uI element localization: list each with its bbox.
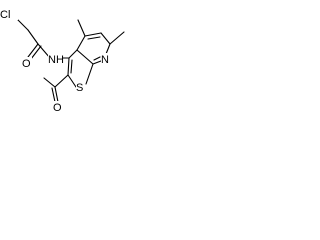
bond-acetyl-methyl: [43, 77, 56, 88]
bond-c3-c3a: [68, 49, 78, 59]
bond-s1-c7a: [85, 63, 94, 85]
bond-ch2-carbonyl: [27, 29, 39, 45]
chlorine-label: Cl: [0, 9, 10, 21]
bond-c3-c2: [67, 57, 70, 76]
bond-c6-n7: [105, 43, 111, 55]
bond-carbonyl-o-2: [30, 45, 42, 60]
bond-cl-ch2: [16, 18, 29, 31]
ring-nitrogen-label: N: [101, 54, 109, 66]
bond-c5-c6: [100, 32, 111, 45]
bond-carbonyl-o-1: [27, 43, 39, 58]
bond-c4-c5-inner: [87, 36, 101, 40]
amide-nitrogen-label: NH: [48, 54, 64, 66]
bond-c6-methyl: [109, 31, 125, 45]
bond-n7-c7a-inner: [93, 56, 101, 61]
acetyl-oxygen-label: O: [53, 102, 62, 113]
bond-c4-methyl: [77, 19, 86, 37]
bond-c4-c5: [84, 32, 102, 37]
bond-c2-s1: [67, 74, 77, 88]
bond-c3a-c4: [76, 35, 86, 51]
bond-acetyl-o-1: [54, 86, 59, 103]
carbonyl-oxygen-label: O: [22, 58, 31, 70]
molecule-structure: Cl O NH N S O: [0, 7, 125, 113]
bond-n7-c7a: [92, 60, 102, 65]
bond-acetyl-o-2: [51, 87, 56, 103]
bond-c2-acetyl: [54, 74, 69, 88]
bond-c7a-c3a: [76, 49, 94, 65]
bond-c3-c2-inner: [70, 59, 73, 74]
ring-sulfur-label: S: [76, 82, 83, 94]
